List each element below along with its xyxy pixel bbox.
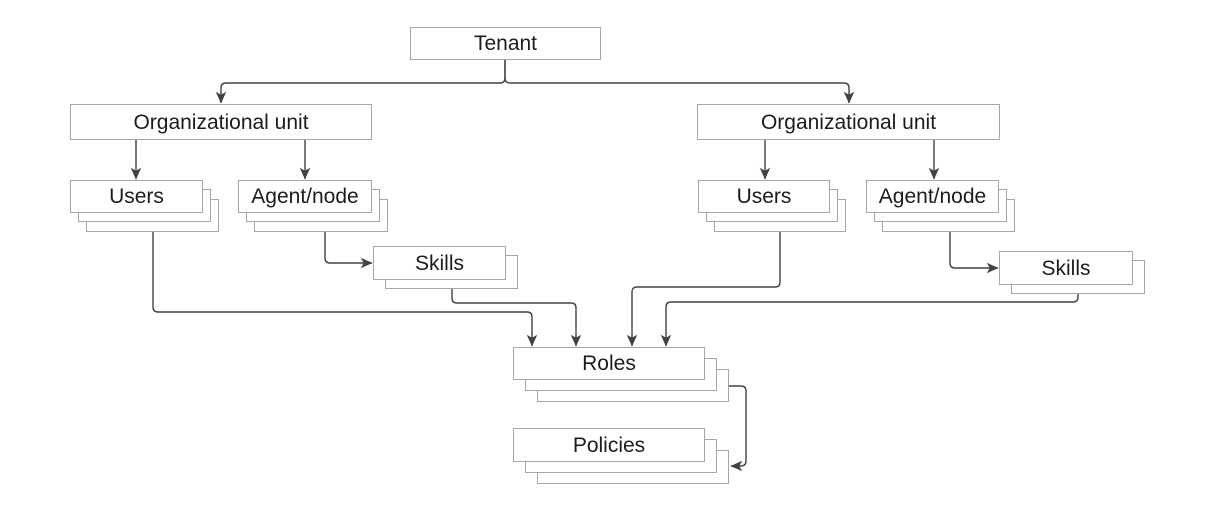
node-tenant: Tenant	[410, 27, 601, 60]
node-roles: Roles	[513, 347, 705, 380]
edge-skills-left-to-roles	[451, 289, 582, 347]
edge-users-right-to-roles	[626, 232, 781, 347]
node-organizational-unit-right-label: Organizational unit	[760, 110, 937, 134]
edge-roles-to-policies	[729, 385, 747, 472]
node-skills-left: Skills	[373, 246, 506, 280]
node-users-left-label: Users	[109, 185, 164, 208]
node-agent-node-right: Agent/node	[866, 180, 999, 213]
node-policies-label: Policies	[572, 433, 646, 457]
edge-agent-node-left-to-skills-left	[324, 232, 373, 269]
node-tenant-label: Tenant	[473, 32, 538, 55]
node-users-left: Users	[70, 180, 203, 213]
edge-tenant-to-ou-right	[504, 60, 855, 104]
node-agent-node-right-label: Agent/node	[878, 185, 987, 208]
node-organizational-unit-left: Organizational unit	[70, 104, 372, 140]
node-skills-left-label: Skills	[414, 251, 464, 275]
node-skills-right-label: Skills	[1041, 256, 1091, 280]
node-users-right: Users	[698, 180, 830, 213]
node-organizational-unit-right: Organizational unit	[697, 104, 1000, 140]
edge-tenant-to-ou-left	[215, 60, 506, 104]
node-roles-label: Roles	[582, 352, 636, 375]
node-agent-node-left: Agent/node	[238, 180, 372, 213]
node-agent-node-left-label: Agent/node	[251, 185, 359, 208]
node-policies: Policies	[513, 428, 705, 462]
node-users-right-label: Users	[736, 185, 792, 208]
edge-agent-node-right-to-skills-right	[949, 232, 999, 274]
node-skills-right: Skills	[999, 251, 1133, 285]
node-organizational-unit-left-label: Organizational unit	[133, 110, 309, 134]
edge-skills-right-to-roles	[660, 294, 1079, 347]
